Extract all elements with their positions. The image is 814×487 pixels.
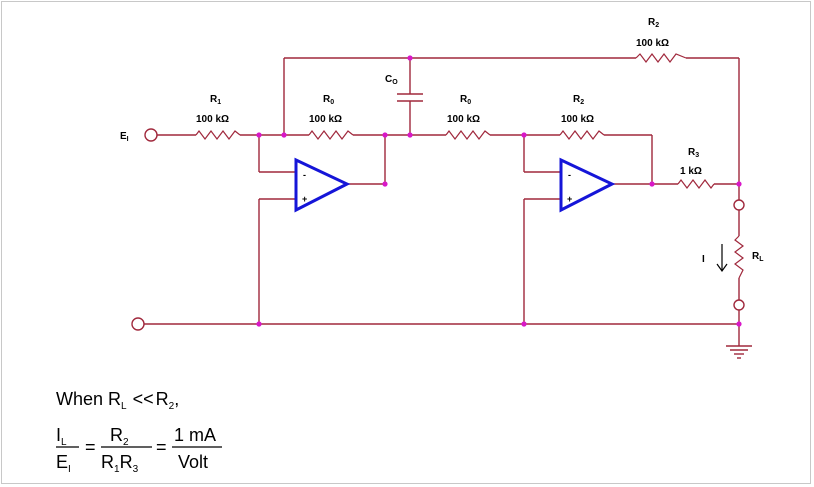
- resistor-r1: [195, 130, 241, 140]
- opamp-2: - +: [559, 157, 616, 213]
- r2-mid-name: R2: [573, 94, 584, 106]
- r2-top-value: 100 kΩ: [636, 38, 669, 49]
- load-terminal-top: [733, 199, 745, 211]
- fraction-2-numerator: R2: [110, 425, 129, 448]
- fraction-2-denominator: R1R3: [101, 452, 139, 475]
- opamp-1-minus-sign: -: [303, 170, 306, 180]
- c0-label: CO: [385, 74, 398, 86]
- r3-name: R3: [688, 147, 699, 159]
- input-label: EI: [120, 131, 129, 143]
- resistor-r2-mid: [559, 130, 605, 140]
- r0a-value: 100 kΩ: [309, 114, 342, 125]
- resistor-r3: [677, 179, 715, 189]
- fraction-3-denominator: Volt: [178, 452, 208, 472]
- equals-sign-1: =: [85, 437, 96, 457]
- input-terminal: [144, 128, 158, 142]
- resistor-r0a: [308, 130, 354, 140]
- r2-mid-value: 100 kΩ: [561, 114, 594, 125]
- fraction-1-denominator: EI: [56, 452, 71, 475]
- fraction-3-numerator: 1 mA: [174, 425, 216, 445]
- r0a-name: R0: [323, 94, 334, 106]
- opamp-2-plus-sign: +: [567, 194, 572, 204]
- equals-sign-2: =: [156, 437, 167, 457]
- resistor-r0b: [445, 130, 491, 140]
- opamp-1-plus-sign: +: [302, 194, 307, 204]
- current-arrow: [716, 244, 728, 273]
- rl-label: RL: [752, 251, 764, 263]
- r0b-value: 100 kΩ: [447, 114, 480, 125]
- ground-symbol: [726, 345, 752, 359]
- r0b-name: R0: [460, 94, 471, 106]
- opamp-1: - +: [294, 157, 351, 213]
- equation-block: When RL<<R2, IL EI = R2 R1R3 = 1 mA Volt: [56, 389, 222, 475]
- junction-nodes: [256, 55, 742, 327]
- fraction-1-numerator: IL: [56, 425, 67, 448]
- r3-value: 1 kΩ: [680, 166, 702, 177]
- ground-terminal: [131, 317, 145, 331]
- resistor-rl: [734, 235, 744, 279]
- capacitor-c0: [397, 93, 423, 102]
- load-terminal-bottom: [733, 299, 745, 311]
- r1-name: R1: [210, 94, 221, 106]
- condition-line: When RL<<R2,: [56, 389, 179, 412]
- wires: [144, 57, 740, 346]
- current-label: I: [702, 254, 705, 265]
- r2-top-name: R2: [648, 17, 659, 29]
- opamp-2-minus-sign: -: [568, 170, 571, 180]
- resistor-r2-top: [635, 53, 687, 63]
- r1-value: 100 kΩ: [196, 114, 229, 125]
